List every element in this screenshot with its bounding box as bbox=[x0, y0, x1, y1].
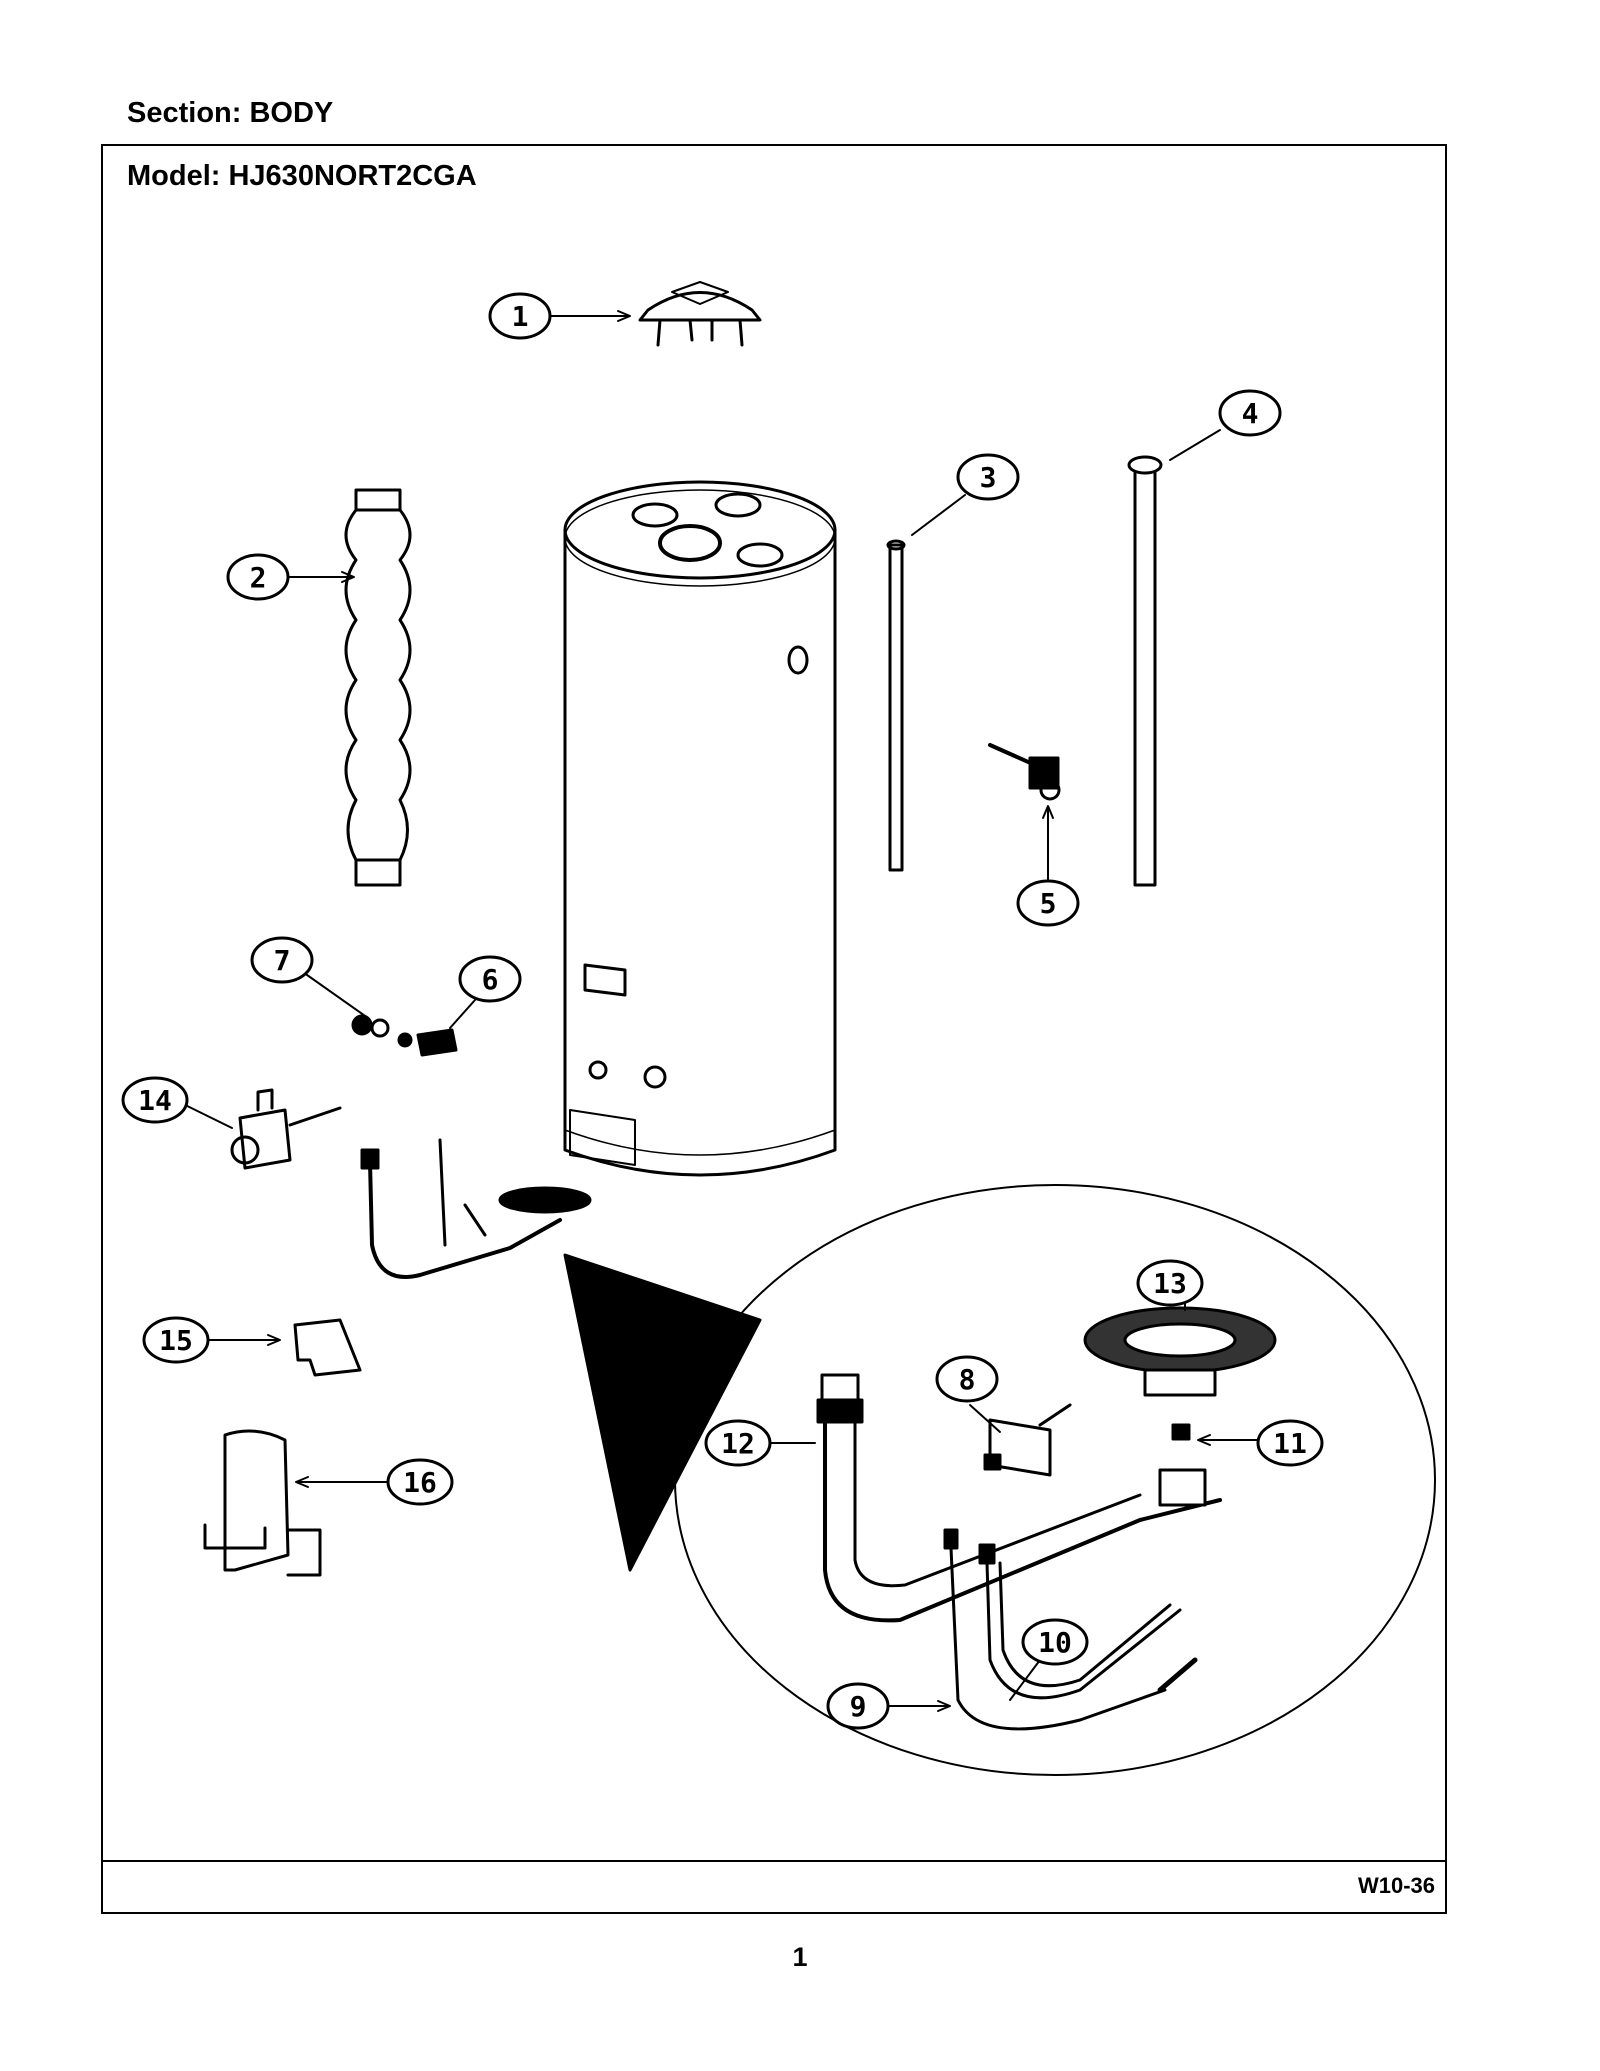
callout-4: 4 bbox=[1218, 389, 1282, 437]
callout-15: 15 bbox=[142, 1316, 210, 1364]
section-label: Section: BODY bbox=[127, 97, 334, 129]
callout-1: 1 bbox=[488, 292, 552, 340]
svg-text:14: 14 bbox=[138, 1084, 172, 1117]
detail-zoom-circle bbox=[674, 1184, 1436, 1776]
burner-assembly-small bbox=[360, 1138, 592, 1279]
leader-lines bbox=[174, 310, 1269, 1712]
svg-text:13: 13 bbox=[1153, 1267, 1187, 1300]
callout-10: 10 bbox=[1021, 1618, 1089, 1666]
door-shield-part bbox=[203, 1429, 322, 1577]
svg-text:2: 2 bbox=[250, 561, 267, 594]
callout-16: 16 bbox=[386, 1458, 454, 1506]
callout-14: 14 bbox=[121, 1076, 189, 1124]
callout-12: 12 bbox=[704, 1419, 772, 1467]
svg-text:1: 1 bbox=[512, 300, 529, 333]
flue-baffle-part bbox=[344, 488, 412, 887]
callout-13: 13 bbox=[1136, 1259, 1204, 1307]
svg-text:7: 7 bbox=[274, 944, 291, 977]
callout-7: 7 bbox=[250, 936, 314, 984]
pilot-tube-part bbox=[978, 1543, 1182, 1700]
svg-text:3: 3 bbox=[980, 461, 997, 494]
document-code: W10-36 bbox=[1357, 1873, 1435, 1898]
label-part bbox=[293, 1318, 362, 1377]
thermocouple-part bbox=[943, 1528, 1198, 1731]
svg-text:11: 11 bbox=[1273, 1427, 1307, 1460]
anode-rod-part bbox=[1127, 455, 1163, 887]
svg-text:16: 16 bbox=[403, 1466, 437, 1499]
orifice-part bbox=[1171, 1423, 1191, 1441]
manifold-tube-part bbox=[816, 1373, 1222, 1623]
water-heater-tank bbox=[563, 480, 837, 1177]
callout-6: 6 bbox=[458, 955, 522, 1003]
burner-part bbox=[1083, 1306, 1277, 1397]
page-number: 1 bbox=[792, 1942, 808, 1972]
callout-5: 5 bbox=[1016, 879, 1080, 927]
svg-text:12: 12 bbox=[721, 1427, 755, 1460]
zoom-wedge bbox=[563, 1253, 762, 1572]
footer-rule bbox=[101, 1860, 1447, 1862]
pilot-burner-part bbox=[983, 1403, 1072, 1477]
callout-3: 3 bbox=[956, 453, 1020, 501]
callout-9: 9 bbox=[826, 1682, 890, 1730]
dip-tube-part bbox=[886, 539, 906, 872]
svg-text:9: 9 bbox=[850, 1690, 867, 1723]
callout-bubbles: 1 2 3 4 5 6 7 8 9 10 11 12 13 14 15 16 bbox=[121, 292, 1324, 1730]
svg-text:15: 15 bbox=[159, 1324, 193, 1357]
diagram-frame bbox=[101, 144, 1447, 1914]
top-cap-part bbox=[638, 281, 762, 347]
drain-valve-part bbox=[351, 1014, 458, 1057]
gas-control-valve-part bbox=[230, 1088, 342, 1170]
model-label: Model: HJ630NORT2CGA bbox=[127, 160, 477, 192]
callout-2: 2 bbox=[226, 553, 290, 601]
svg-text:5: 5 bbox=[1040, 887, 1057, 920]
svg-text:10: 10 bbox=[1038, 1626, 1072, 1659]
callout-11: 11 bbox=[1256, 1419, 1324, 1467]
svg-text:6: 6 bbox=[482, 963, 499, 996]
svg-text:8: 8 bbox=[959, 1363, 976, 1396]
relief-valve-part bbox=[988, 743, 1061, 801]
svg-text:4: 4 bbox=[1242, 397, 1259, 430]
callout-8: 8 bbox=[935, 1355, 999, 1403]
